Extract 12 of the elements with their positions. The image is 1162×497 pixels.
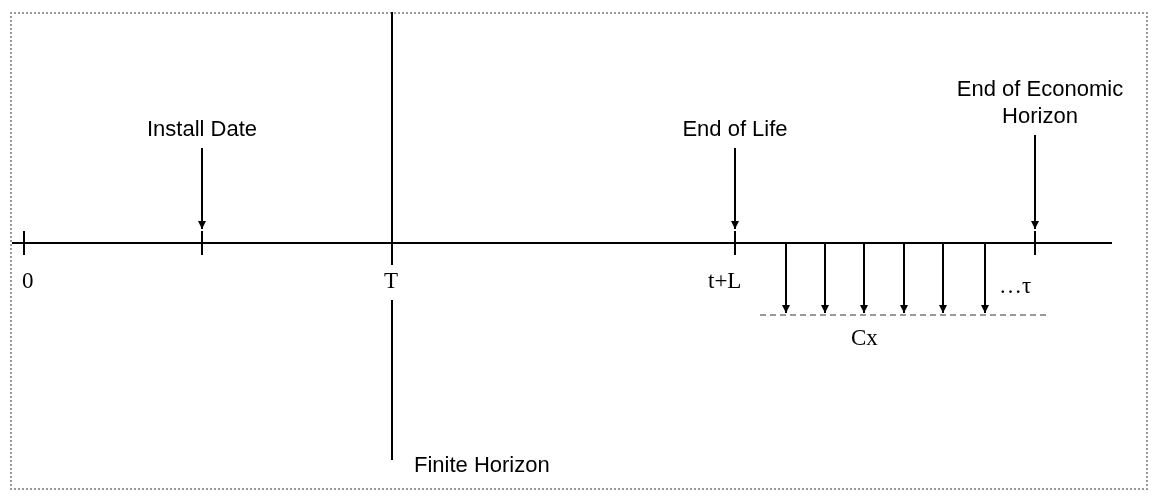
time-label: End of Economic Horizon [925, 75, 1155, 129]
tick-label: T [384, 268, 399, 294]
tick-label: …τ [999, 273, 1032, 299]
tick-label: 0 [22, 268, 34, 294]
horizon-label: Finite Horizon [414, 452, 550, 478]
time-label: Install Date [146, 115, 258, 142]
arrow [731, 147, 739, 230]
arrow [1031, 134, 1039, 230]
time-label: End of Life [682, 115, 788, 142]
arrow [198, 147, 206, 230]
tick-label: t+L [708, 268, 742, 294]
cost-label: Cx [851, 325, 878, 351]
